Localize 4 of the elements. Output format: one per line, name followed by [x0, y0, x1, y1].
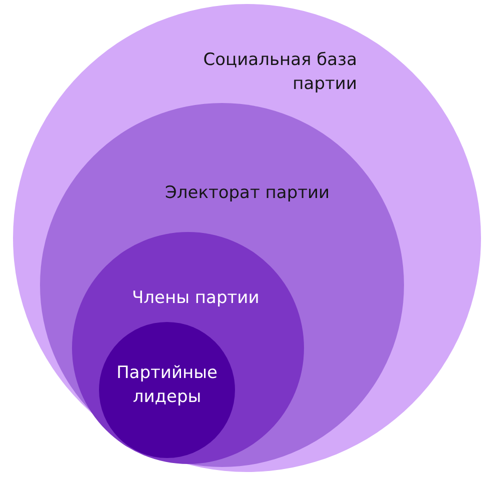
- circle-label: Электорат партии: [165, 182, 330, 205]
- circle-label: Партийные лидеры: [116, 362, 218, 409]
- circle-label: Социальная база партии: [202, 49, 357, 96]
- circle-label: Члены партии: [132, 287, 260, 310]
